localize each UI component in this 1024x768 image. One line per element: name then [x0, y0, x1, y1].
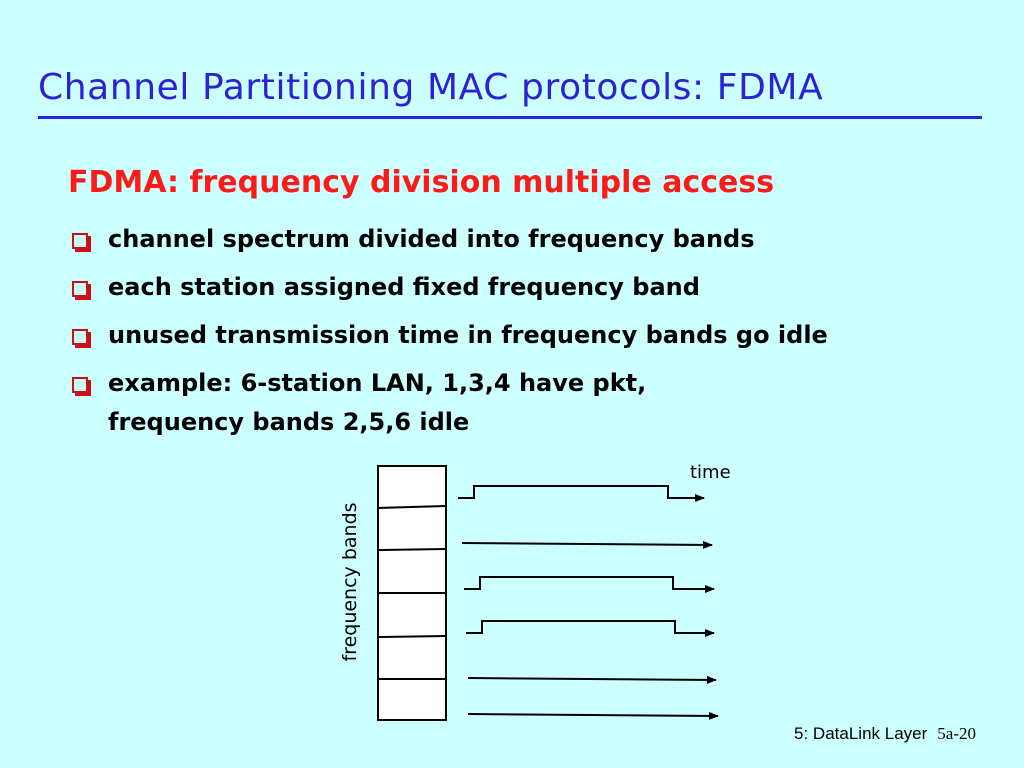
- title-underline: [38, 116, 982, 119]
- square-bullet-icon: [72, 377, 88, 393]
- band-5-signal-idle: [467, 675, 717, 684]
- square-bullet-icon: [72, 233, 88, 249]
- band-4-signal-active: [466, 620, 715, 637]
- frequency-bands-axis-label: frequency bands: [339, 502, 361, 661]
- bullet-text-continued: frequency bands 2,5,6 idle: [108, 408, 470, 436]
- band-2-signal-idle: [461, 540, 713, 549]
- band-divider: [377, 635, 447, 638]
- slide-subtitle: FDMA: frequency division multiple access: [68, 165, 775, 200]
- slide-title: Channel Partitioning MAC protocols: FDMA: [38, 67, 824, 108]
- bullet-item-idle: unused transmission time in frequency ba…: [68, 316, 828, 355]
- bullet-list: channel spectrum divided into frequency …: [68, 220, 828, 451]
- square-bullet-icon: [72, 281, 88, 297]
- bullet-text: unused transmission time in frequency ba…: [108, 321, 828, 349]
- slide-footer: 5: DataLink Layer 5a-20: [794, 724, 976, 744]
- page-number: 5a-20: [937, 724, 976, 743]
- bullet-item-assigned: each station assigned fixed frequency ba…: [68, 268, 828, 307]
- bullet-text: channel spectrum divided into frequency …: [108, 225, 755, 253]
- footer-chapter: 5: DataLink Layer: [794, 724, 928, 743]
- bullet-text: each station assigned fixed frequency ba…: [108, 273, 700, 301]
- time-label: time: [690, 462, 731, 483]
- bullet-item-example: example: 6-station LAN, 1,3,4 have pkt, …: [68, 364, 828, 442]
- band-1-signal-active: [458, 485, 705, 502]
- bullet-item-spectrum: channel spectrum divided into frequency …: [68, 220, 828, 259]
- band-divider: [377, 505, 447, 509]
- band-6-signal-idle: [467, 711, 719, 720]
- bullet-text: example: 6-station LAN, 1,3,4 have pkt,: [108, 369, 647, 397]
- band-3-signal-active: [464, 576, 715, 593]
- square-bullet-icon: [72, 329, 88, 345]
- band-divider: [377, 548, 447, 551]
